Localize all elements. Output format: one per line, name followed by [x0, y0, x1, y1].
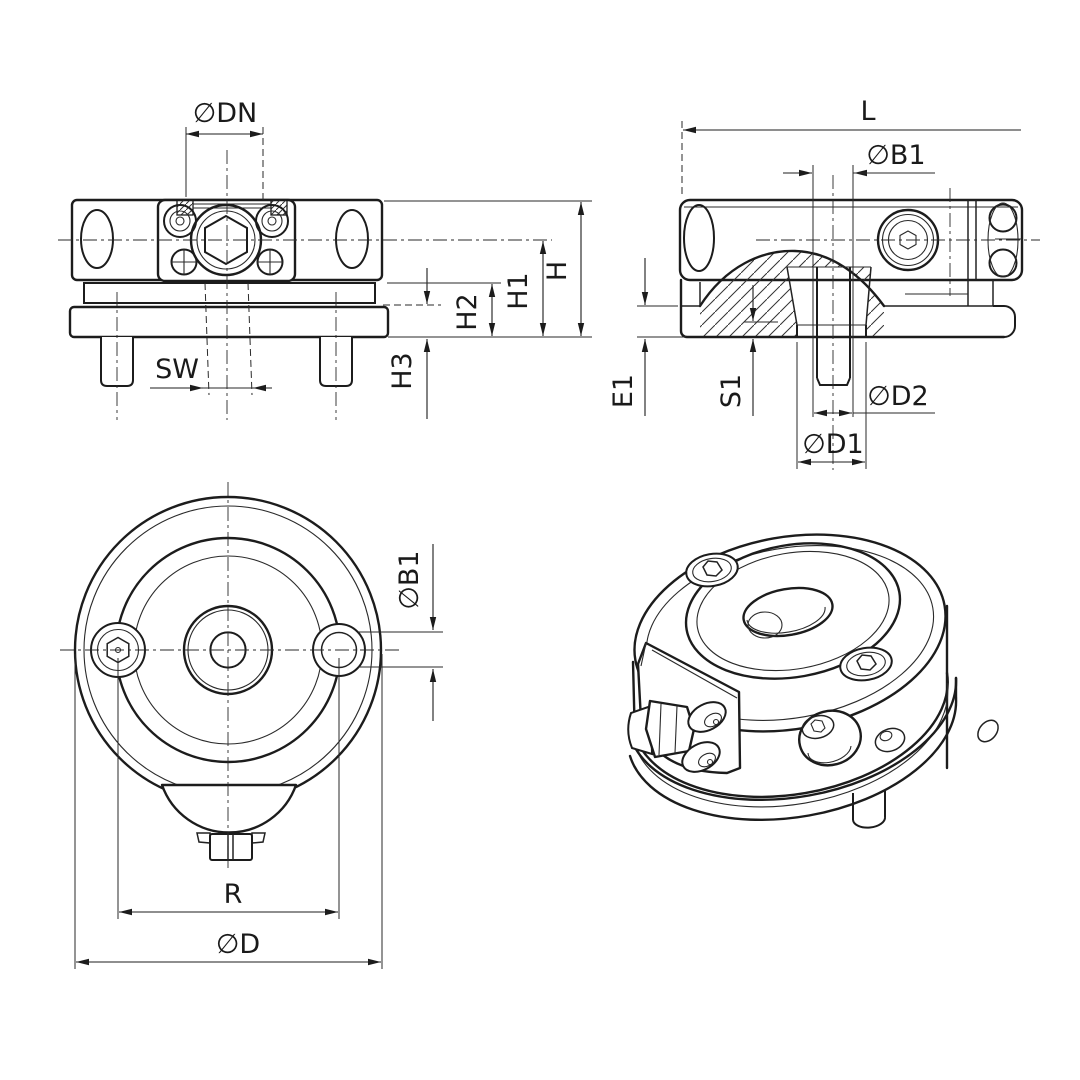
- dimension-h3: H3: [383, 268, 441, 419]
- label-h3: H3: [387, 352, 418, 389]
- dimension-h2: H2: [387, 282, 501, 336]
- label-h2: H2: [452, 293, 483, 330]
- dimension-d1: ∅D1: [796, 342, 867, 469]
- label-sw: SW: [155, 354, 199, 385]
- dimension-sw: SW: [150, 354, 272, 392]
- label-dn: ∅DN: [193, 98, 258, 129]
- label-d: ∅D: [216, 929, 260, 960]
- label-e1: E1: [608, 374, 639, 408]
- dimension-r: R: [117, 658, 340, 919]
- label-s1: S1: [716, 374, 747, 408]
- label-b1-top: ∅B1: [394, 550, 425, 609]
- isometric-view: [627, 533, 999, 829]
- dimension-h1: H1: [503, 241, 547, 336]
- dimension-e1: E1: [608, 258, 686, 416]
- label-r: R: [224, 879, 243, 910]
- dimension-d: ∅D: [74, 654, 383, 969]
- label-b1-side: ∅B1: [866, 140, 925, 171]
- front-view: ∅DN SW H3 H2 H1 H: [58, 98, 592, 420]
- dimension-l: L: [681, 96, 1021, 197]
- side-section-view: L ∅B1 E1 S1 ∅D2: [608, 96, 1040, 470]
- top-view: ∅B1 R ∅D: [60, 482, 443, 969]
- label-d1: ∅D1: [802, 429, 864, 460]
- label-l: L: [860, 96, 875, 127]
- dimension-b1-side: ∅B1: [783, 140, 935, 417]
- label-d2: ∅D2: [867, 381, 929, 412]
- dimension-dn: ∅DN: [185, 98, 264, 203]
- dimension-s1: S1: [716, 285, 778, 416]
- dimension-h: H: [384, 200, 592, 338]
- dimension-d2: ∅D2: [814, 381, 935, 417]
- label-h1: H1: [503, 272, 534, 309]
- dimension-b1-top: ∅B1: [358, 544, 443, 721]
- label-h: H: [542, 261, 573, 281]
